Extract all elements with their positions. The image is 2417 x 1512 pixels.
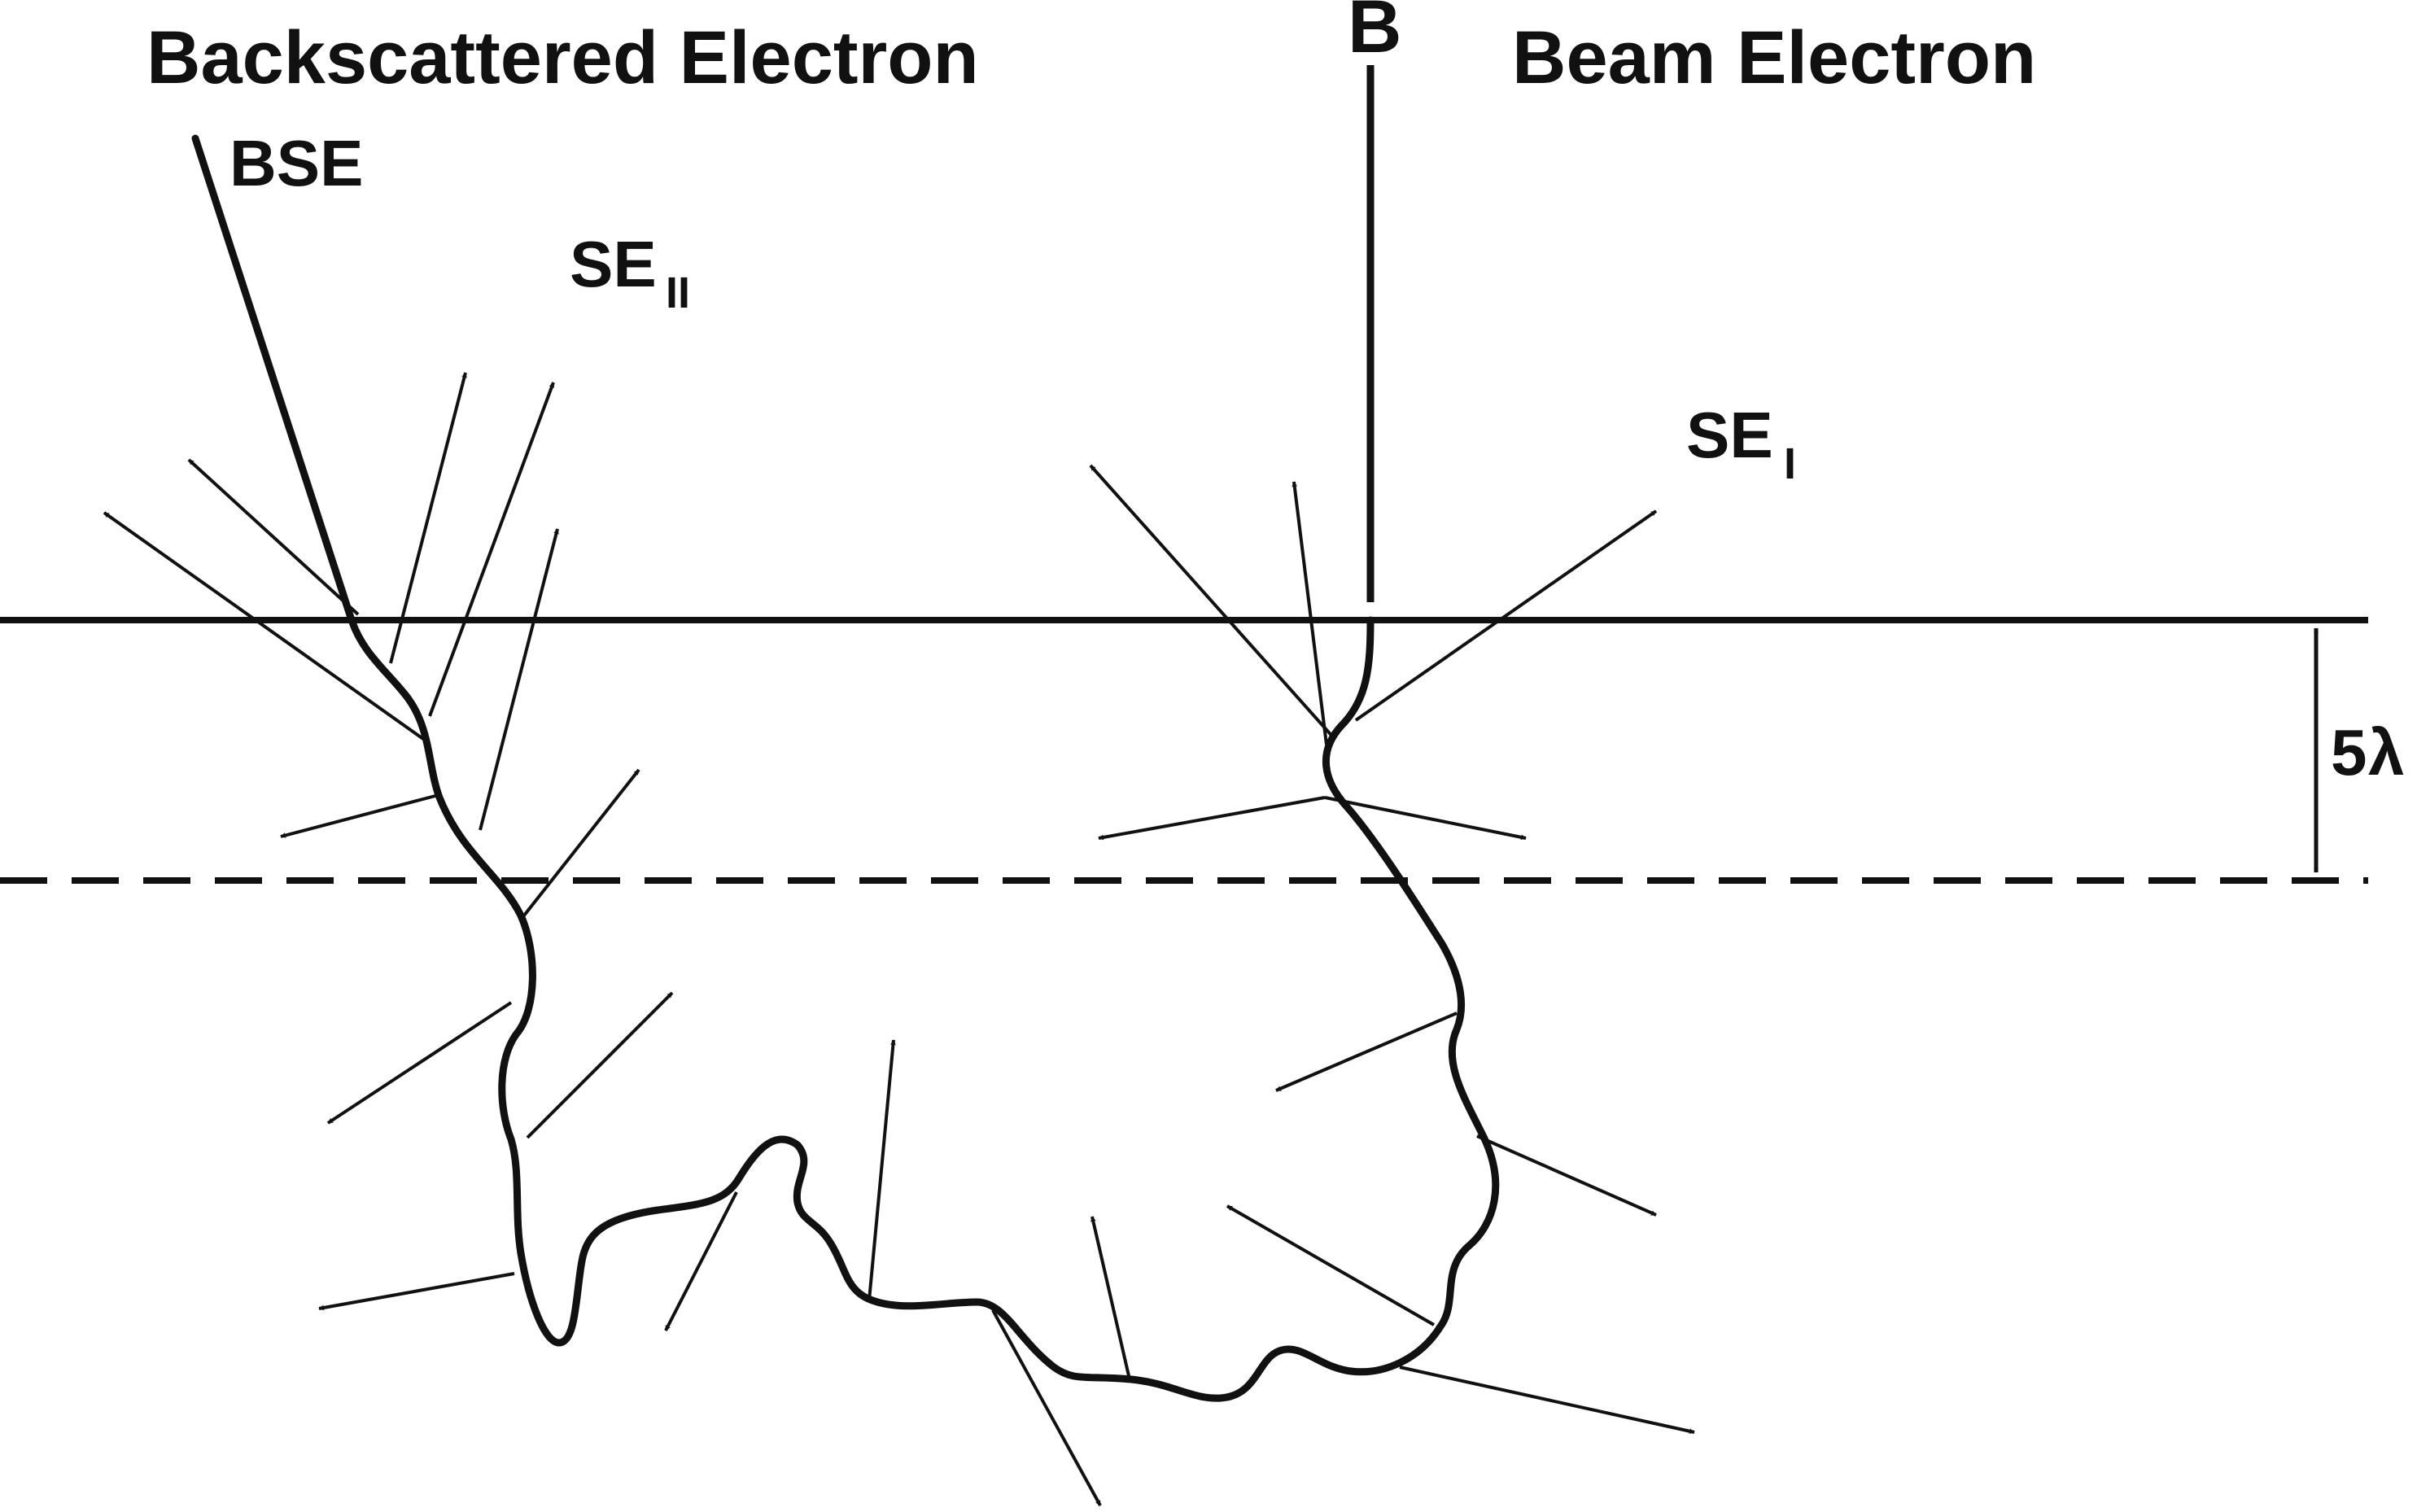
se-arrow-4: [428, 382, 555, 717]
se-arrow-8: [326, 1001, 513, 1125]
se-arrow-9: [526, 991, 674, 1139]
svg-text:II: II: [666, 269, 690, 317]
beam-letter-label: B: [1348, 0, 1401, 68]
se-arrow-16: [1399, 1366, 1695, 1435]
se-arrow-3: [389, 372, 467, 664]
se-arrow-5: [479, 528, 559, 831]
se-arrow-23: [1354, 509, 1658, 722]
se-arrow-14: [1090, 1216, 1131, 1380]
se-arrow-13: [991, 1309, 1102, 1506]
se-arrow-10: [318, 1272, 515, 1311]
se-arrow-2: [187, 458, 360, 616]
escape-depth-label: 5 λ: [2331, 716, 2405, 789]
se-arrow-22: [1292, 481, 1328, 745]
svg-text:λ: λ: [2368, 716, 2405, 789]
bse-label: BSE: [229, 127, 364, 199]
se-arrow-18: [1275, 1012, 1458, 1092]
se-arrow-21: [1089, 464, 1336, 741]
se-arrow-6: [280, 794, 436, 838]
se2-label: SE II: [570, 228, 690, 317]
backscattered-electron-title: Backscattered Electron: [146, 16, 979, 99]
se-arrow-20: [1098, 796, 1326, 841]
svg-text:SE: SE: [570, 228, 657, 300]
se1-label: SE I: [1686, 399, 1796, 488]
svg-text:I: I: [1784, 439, 1796, 488]
se-arrow-17: [1476, 1134, 1657, 1217]
svg-text:5: 5: [2331, 716, 2367, 789]
beam-electron-title: Beam Electron: [1512, 16, 2036, 99]
se-arrow-11: [664, 1191, 738, 1331]
se-arrow-7: [519, 768, 640, 921]
se-arrow-1: [103, 511, 425, 741]
se-arrow-15: [1226, 1204, 1435, 1326]
svg-text:SE: SE: [1686, 399, 1773, 471]
se-arrow-19: [1324, 796, 1527, 841]
se-arrow-12: [868, 1039, 896, 1301]
electron-trajectory: [191, 134, 1500, 1402]
